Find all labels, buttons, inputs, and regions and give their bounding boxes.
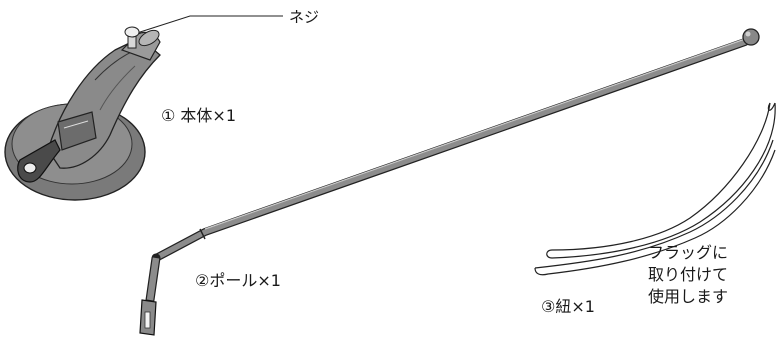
pole-label: ②ポール×1: [195, 271, 281, 290]
usage-note: フラッグに 取り付けて 使用します: [648, 242, 728, 308]
string-loop: [534, 102, 776, 276]
screw-label: ネジ: [289, 8, 320, 26]
pole: [139, 28, 760, 336]
screw-callout-line: [136, 15, 283, 34]
usage-note-line1: フラッグに: [648, 243, 729, 262]
screw-icon: [124, 26, 140, 49]
usage-note-line2: 取り付けて: [648, 265, 729, 284]
body-label: ① 本体×1: [161, 106, 237, 125]
string-label: ③紐×1: [541, 297, 595, 316]
suction-cup-body: [4, 29, 161, 201]
usage-note-line3: 使用します: [648, 287, 729, 306]
